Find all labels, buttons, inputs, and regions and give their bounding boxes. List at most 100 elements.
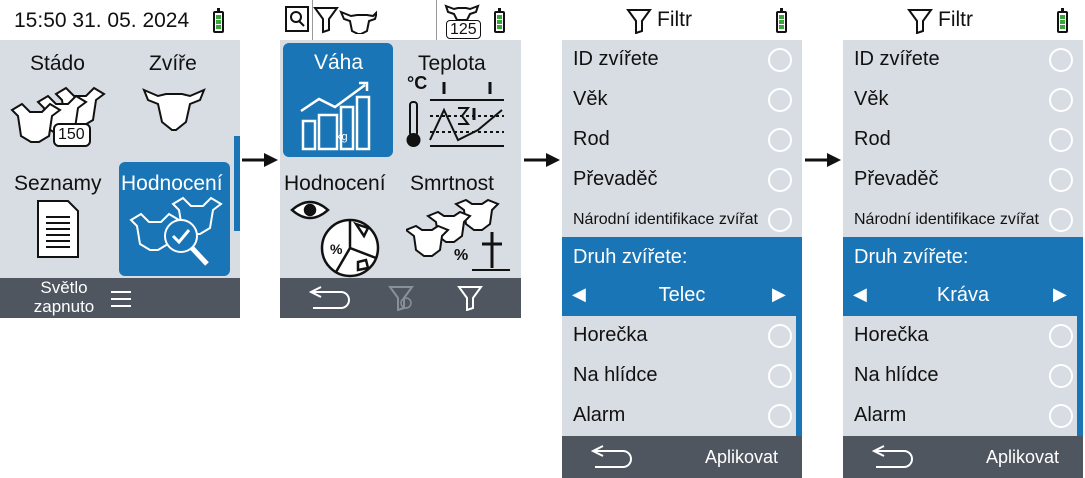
filter-row[interactable]: Horečka bbox=[562, 316, 802, 356]
kg-label: kg bbox=[336, 131, 348, 143]
filter-row[interactable]: Národní identifikace zvířat bbox=[843, 200, 1083, 240]
filter-row[interactable]: Na hlídce bbox=[843, 356, 1083, 396]
back-arrow-icon[interactable] bbox=[591, 445, 635, 469]
filter-icon bbox=[907, 9, 933, 34]
filter-row[interactable]: Horečka bbox=[843, 316, 1083, 356]
radio-button[interactable] bbox=[768, 364, 792, 388]
back-arrow-icon[interactable] bbox=[309, 286, 353, 310]
radio-button[interactable] bbox=[1049, 88, 1073, 112]
filter-row[interactable]: Na hlídce bbox=[562, 356, 802, 396]
next-species-icon[interactable]: ▶ bbox=[772, 284, 786, 304]
temperature-chart-icon bbox=[406, 82, 504, 147]
filter-row[interactable]: Věk bbox=[562, 80, 802, 120]
filter-row[interactable]: Alarm bbox=[843, 396, 1083, 436]
celsius-label: °C bbox=[407, 73, 428, 93]
species-value: Telec bbox=[658, 284, 706, 306]
filter-row[interactable]: Rod bbox=[562, 120, 802, 160]
datetime: 15:50 31. 05. 2024 bbox=[14, 9, 190, 32]
radio-button[interactable] bbox=[768, 128, 792, 152]
filter-row-label: Horečka bbox=[573, 324, 648, 346]
filter-row-label: Rod bbox=[854, 128, 891, 150]
filter-remove-icon[interactable] bbox=[388, 285, 414, 311]
filter-row[interactable]: ID zvířete bbox=[562, 40, 802, 80]
radio-button[interactable] bbox=[768, 404, 792, 428]
filter-row[interactable]: ID zvířete bbox=[843, 40, 1083, 80]
filter-row-label: Alarm bbox=[854, 404, 907, 426]
filter-row-label: Převaděč bbox=[854, 168, 939, 190]
tile-herd[interactable]: Stádo 150 bbox=[0, 40, 116, 158]
herd-count-badge: 125 bbox=[446, 20, 481, 39]
filter-row-label: Věk bbox=[854, 88, 889, 110]
scrollbar[interactable] bbox=[234, 136, 240, 231]
filter-screen: Filtr ID zvířete Věk Rod Převaděč Národn… bbox=[843, 0, 1083, 478]
divider bbox=[436, 0, 437, 40]
filter-row-label: Národní identifikace zvířat bbox=[854, 211, 1039, 228]
radio-button[interactable] bbox=[1049, 364, 1073, 388]
herd-cross-icon: % bbox=[406, 198, 510, 271]
apply-button[interactable]: Aplikovat bbox=[986, 447, 1060, 467]
bottom-bar: Aplikovat bbox=[562, 436, 802, 478]
radio-button[interactable] bbox=[1049, 168, 1073, 192]
filter-row[interactable]: Převaděč bbox=[843, 160, 1083, 200]
radio-button[interactable] bbox=[1049, 324, 1073, 348]
prev-species-icon[interactable]: ◀ bbox=[572, 284, 586, 304]
scrollbar[interactable] bbox=[1077, 292, 1083, 436]
back-arrow-icon[interactable] bbox=[872, 445, 916, 469]
home-screen: 15:50 31. 05. 2024 Stádo 150 Zvíře bbox=[0, 0, 240, 318]
herd-count-badge: 150 bbox=[58, 126, 85, 143]
page-title: Filtr bbox=[657, 8, 692, 31]
status-bar: Filtr bbox=[562, 0, 802, 40]
cow-head-icon bbox=[142, 88, 206, 131]
radio-button[interactable] bbox=[768, 168, 792, 192]
filter-cow-icon bbox=[313, 7, 377, 34]
tile-animal[interactable]: Zvíře bbox=[122, 40, 238, 158]
tile-mortality[interactable]: Smrtnost % bbox=[402, 162, 518, 278]
evaluation-screen: 125 Váha kg Teplota °C bbox=[280, 0, 521, 318]
filter-row[interactable]: Národní identifikace zvířat bbox=[562, 200, 802, 240]
tile-mortality-label: Smrtnost bbox=[410, 172, 495, 195]
battery-icon bbox=[776, 8, 787, 33]
battery-icon bbox=[213, 8, 224, 33]
tile-lists[interactable]: Seznamy bbox=[0, 162, 116, 278]
prev-species-icon[interactable]: ◀ bbox=[853, 284, 867, 304]
tile-evaluation-label: Hodnocení bbox=[121, 172, 223, 195]
light-status-line2: zapnuto bbox=[33, 297, 95, 316]
species-label: Druh zvířete: bbox=[573, 246, 688, 268]
radio-button[interactable] bbox=[1049, 208, 1073, 232]
tile-evaluation[interactable]: Hodnocení bbox=[119, 162, 230, 276]
filter-row[interactable]: Alarm bbox=[562, 396, 802, 436]
flow-arrow-icon bbox=[805, 153, 841, 167]
apply-button[interactable]: Aplikovat bbox=[705, 447, 779, 467]
filter-list: ID zvířete Věk Rod Převaděč Národní iden… bbox=[562, 40, 802, 436]
herd-small-icon bbox=[444, 4, 480, 21]
menu-icon[interactable] bbox=[111, 290, 131, 308]
tile-weight-label: Váha bbox=[314, 51, 364, 74]
tile-evaluation[interactable]: Hodnocení % bbox=[280, 162, 400, 278]
scrollbar[interactable] bbox=[796, 292, 802, 436]
radio-button[interactable] bbox=[1049, 128, 1073, 152]
tile-temperature[interactable]: Teplota °C bbox=[402, 40, 518, 160]
radio-button[interactable] bbox=[1049, 48, 1073, 72]
radio-button[interactable] bbox=[1049, 404, 1073, 428]
filter-row-label: Rod bbox=[573, 128, 610, 150]
filter-row[interactable]: Věk bbox=[843, 80, 1083, 120]
filter-screen: Filtr ID zvířete Věk Rod Převaděč Národn… bbox=[562, 0, 802, 478]
radio-button[interactable] bbox=[768, 208, 792, 232]
tile-weight[interactable]: Váha kg bbox=[283, 43, 393, 157]
filter-icon[interactable] bbox=[457, 285, 483, 311]
filter-row-label: ID zvířete bbox=[854, 48, 940, 70]
evaluation-tiles: Váha kg Teplota °C bbox=[280, 40, 521, 278]
next-species-icon[interactable]: ▶ bbox=[1053, 284, 1067, 304]
filter-row[interactable]: Rod bbox=[843, 120, 1083, 160]
light-status[interactable]: Světlo zapnuto bbox=[22, 278, 106, 316]
species-section: Druh zvířete: ◀ Telec ▶ bbox=[562, 237, 802, 316]
radio-button[interactable] bbox=[768, 48, 792, 72]
herd-search-icon bbox=[129, 196, 223, 266]
filter-row-label: Horečka bbox=[854, 324, 929, 346]
eye-pie-chart-icon: % bbox=[290, 200, 380, 278]
filter-icon bbox=[626, 9, 652, 34]
filter-row[interactable]: Převaděč bbox=[562, 160, 802, 200]
divider bbox=[312, 0, 313, 40]
radio-button[interactable] bbox=[768, 324, 792, 348]
radio-button[interactable] bbox=[768, 88, 792, 112]
